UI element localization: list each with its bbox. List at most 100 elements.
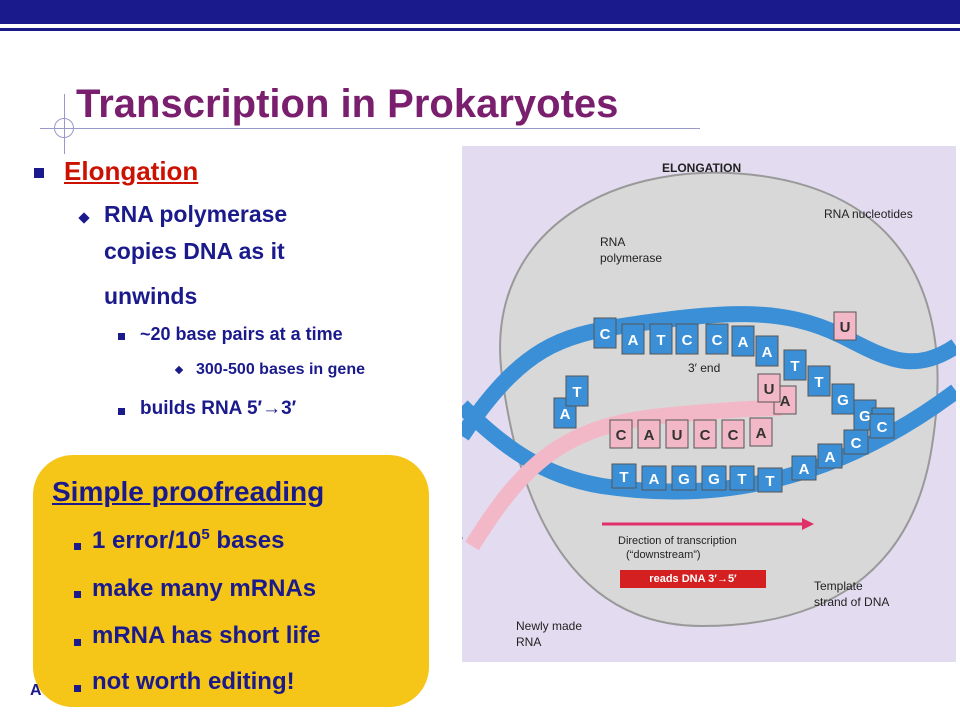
error-rate-prefix: 1 error/10: [92, 527, 202, 554]
error-rate-exponent: 5: [201, 526, 210, 543]
rna-base-4-tile: [721, 419, 745, 449]
rna-strand: [465, 400, 783, 551]
polymerase-line-3: unwinds: [104, 283, 198, 309]
upper-base-0-letter: A: [560, 406, 571, 423]
direction-label-2: (“downstream”): [626, 549, 701, 561]
bullet-not-worth: [74, 685, 81, 692]
lower-base-6-tile: [791, 455, 817, 481]
short-life-text: mRNA has short life: [92, 622, 321, 649]
not-worth-text: not worth editing!: [92, 668, 295, 695]
rna-base-7-letter: U: [764, 381, 775, 398]
rna-polymerase-shape: [499, 171, 939, 628]
upper-base-8-letter: A: [762, 344, 773, 361]
dna-upper-strand: [455, 306, 960, 441]
bullet-error-rate: [74, 543, 81, 550]
rna-base-0-letter: C: [616, 427, 627, 444]
direction-arrow-head: [802, 518, 814, 530]
bullet-polymerase: [78, 212, 90, 224]
upper-base-1-tile: [565, 375, 589, 407]
rna-base-2-tile: [665, 419, 689, 449]
upper-base-3-letter: A: [628, 332, 639, 349]
lower-base-9-letter: C: [877, 419, 888, 436]
upper-base-7-tile: [731, 325, 755, 357]
footer-letter: A: [30, 682, 42, 699]
rna-base-1-tile: [637, 419, 661, 449]
builds-rna-text: builds RNA 5′→3′: [140, 398, 297, 419]
rna-base-6-letter: A: [780, 393, 791, 410]
lower-base-8-letter: C: [851, 435, 862, 452]
upper-base-9-tile: [783, 349, 807, 381]
rna-nucleotides-label: RNA nucleotides: [824, 207, 913, 221]
polymerase-line-2: copies DNA as it: [104, 238, 285, 264]
upper-base-5-tile: [675, 323, 699, 355]
lower-base-9-tile: [869, 413, 895, 439]
upper-base-3-tile: [621, 323, 645, 355]
diagram-title: ELONGATION: [662, 161, 741, 175]
lower-base-3-letter: G: [708, 471, 720, 488]
three-end-label: 3′ end: [688, 361, 720, 375]
bullet-short-life: [74, 639, 81, 646]
base-pairs-text: ~20 base pairs at a time: [140, 324, 343, 344]
lower-base-4-tile: [729, 465, 755, 491]
bases-in-gene-text: 300-500 bases in gene: [196, 361, 365, 378]
upper-base-6-letter: C: [712, 332, 723, 349]
many-mrnas-text: make many mRNAs: [92, 575, 317, 602]
upper-base-12-letter: G: [859, 408, 871, 425]
rna-base-3-tile: [693, 419, 717, 449]
lower-base-0-tile: [611, 463, 637, 489]
template-label-2: strand of DNA: [814, 595, 889, 609]
rna-base-3-letter: C: [700, 427, 711, 444]
lower-base-1-tile: [641, 465, 667, 491]
lower-base-5-tile: [757, 467, 783, 493]
upper-base-2-tile: [593, 317, 617, 349]
crosshair-ornament: [54, 118, 74, 138]
rna-base-8-letter: U: [840, 319, 851, 336]
rna-base-1-letter: A: [644, 427, 655, 444]
lower-base-3-tile: [701, 465, 727, 491]
direction-label-1: Direction of transcription: [618, 535, 737, 547]
elongation-heading: Elongation: [64, 156, 199, 186]
upper-base-2-letter: C: [600, 326, 611, 343]
bullet-builds-rna: [118, 408, 125, 415]
rna-base-2-letter: U: [672, 427, 683, 444]
rna-base-7-tile: [757, 373, 781, 403]
newly-made-label-2: RNA: [516, 635, 541, 649]
callout-title: Simple proofreading: [52, 476, 325, 507]
lower-base-0-letter: T: [619, 469, 628, 486]
template-label-1: Template: [814, 579, 863, 593]
rna-base-4-letter: C: [728, 427, 739, 444]
lower-base-4-letter: T: [737, 471, 746, 488]
error-rate-text: 1 error/105 bases: [92, 526, 284, 555]
upper-base-5-letter: C: [682, 332, 693, 349]
lower-base-5-letter: T: [765, 473, 774, 490]
upper-base-7-letter: A: [738, 334, 749, 351]
rna-polymerase-label-1: RNA: [600, 235, 625, 249]
title-rule: [40, 128, 700, 129]
top-bar-line: [0, 28, 960, 31]
top-bar: [0, 0, 960, 24]
upper-base-11-tile: [831, 383, 855, 415]
rna-base-5-tile: [749, 417, 773, 447]
rna-base-8-tile: [833, 311, 857, 341]
polymerase-line-1: RNA polymerase: [104, 201, 288, 227]
upper-base-8-tile: [755, 335, 779, 367]
reads-dna-label: reads DNA 3′→5′: [620, 570, 766, 588]
lower-base-2-tile: [671, 465, 697, 491]
rna-polymerase-label-2: polymerase: [600, 251, 662, 265]
lower-base-6-letter: A: [799, 461, 810, 478]
upper-base-6-tile: [705, 323, 729, 355]
error-rate-suffix: bases: [209, 527, 285, 554]
lower-base-7-letter: A: [825, 449, 836, 466]
bullet-bases-in-gene: [174, 365, 184, 375]
lower-base-2-letter: G: [678, 471, 690, 488]
rna-base-5-letter: A: [756, 425, 767, 442]
upper-base-10-tile: [807, 365, 831, 397]
bullet-elongation: [34, 168, 44, 178]
rna-base-0-tile: [609, 419, 633, 449]
proofreading-callout: [33, 455, 429, 707]
upper-base-11-letter: G: [837, 392, 849, 409]
upper-base-9-letter: T: [790, 358, 799, 375]
upper-base-4-letter: T: [656, 332, 665, 349]
upper-base-1-letter: T: [572, 384, 581, 401]
